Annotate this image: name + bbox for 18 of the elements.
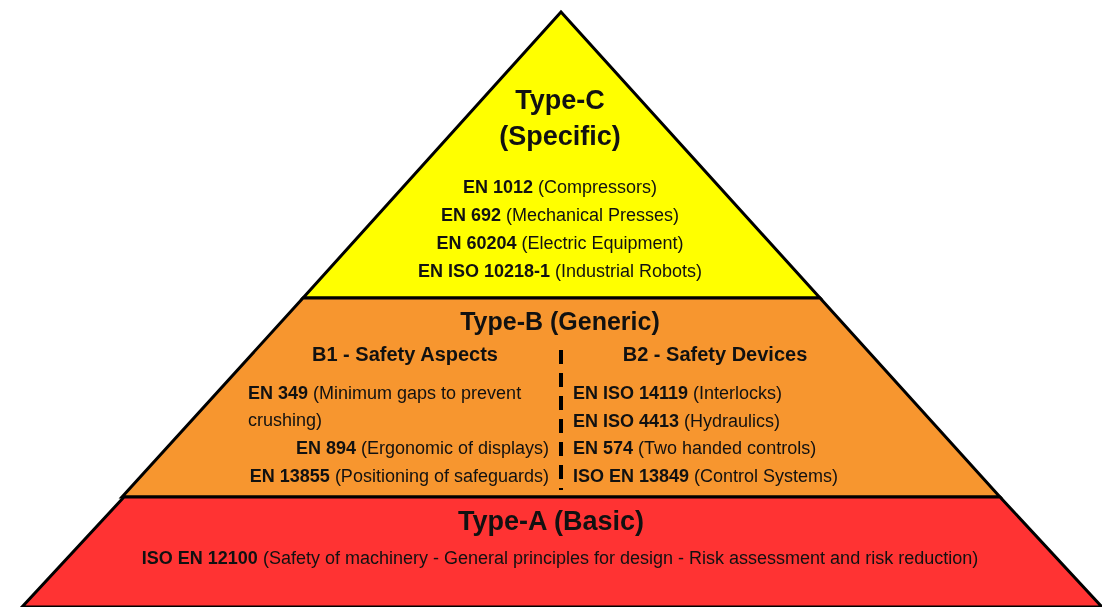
standard-entry: ISO EN 13849 (Control Systems) (573, 465, 840, 488)
tier-heading: Type-C (Specific) (498, 84, 622, 153)
pyramid-tier (22, 497, 1102, 607)
standard-entry: EN ISO 4413 (Hydraulics) (573, 410, 782, 433)
standard-entry: EN 60204 (Electric Equipment) (435, 232, 685, 255)
tier-heading: Type-B (Generic) (459, 306, 661, 337)
standard-entry: EN 574 (Two handed controls) (573, 437, 818, 460)
standard-entry: EN ISO 14119 (Interlocks) (573, 382, 784, 405)
column-heading: B2 - Safety Devices (621, 342, 809, 367)
standard-entry: EN 1012 (Compressors) (461, 176, 659, 199)
standard-entry: EN 13855 (Positioning of safeguards) (248, 465, 549, 488)
standard-entry: EN ISO 10218-1 (Industrial Robots) (416, 260, 704, 283)
tier-heading: Type-A (Basic) (456, 505, 645, 538)
standard-entry: ISO EN 12100 (Safety of machinery - General principles for design - Risk assessment and risk reduction) (140, 547, 980, 570)
standard-entry: EN 349 (Minimum gaps to prevent crushing) (248, 382, 523, 432)
standard-entry: EN 692 (Mechanical Presses) (439, 204, 681, 227)
standard-entry: EN 894 (Ergonomic of displays) (294, 437, 549, 460)
column-heading: B1 - Safety Aspects (311, 342, 499, 367)
